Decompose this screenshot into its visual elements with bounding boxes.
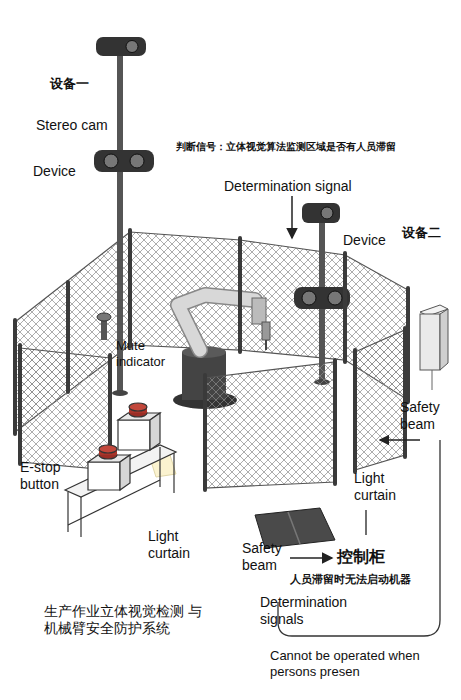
callout-label: Light curtain	[148, 528, 212, 562]
fence-front	[20, 330, 405, 488]
callout-label: Mute indicator	[116, 338, 196, 369]
leader-line	[290, 557, 332, 559]
callout-label: 控制柜	[337, 547, 407, 566]
callout-label: Light curtain	[354, 470, 418, 504]
callout-label: 人员滞留时无法启动机器	[290, 573, 461, 586]
mute-lamp	[97, 313, 111, 340]
callout-label: 设备一	[50, 76, 110, 92]
stereo-camera-two	[294, 203, 350, 385]
callout-label: 判断信号：立体视觉算法监测区域是否有人员滞留	[176, 141, 461, 153]
caption-text: 生产作业立体视觉检测 与机械臂安全防护系统	[44, 603, 204, 637]
control-cabinet	[420, 305, 448, 390]
callout-label: Device	[33, 163, 113, 180]
callout-label: Cannot be operated when persons presen	[270, 648, 450, 679]
signal-arrow	[291, 196, 293, 238]
leader-line	[380, 439, 420, 440]
fence-posts	[15, 230, 408, 490]
callout-label: Safety beam	[242, 540, 296, 574]
callout-label: 设备二	[402, 225, 461, 241]
callout-label: E-stop button	[20, 459, 80, 493]
leader-line	[365, 510, 366, 535]
callout-label: Determination signals	[260, 594, 370, 628]
callout-label: Safety beam	[400, 399, 460, 433]
callout-label: Determination signal	[224, 178, 404, 195]
callout-label: Stereo cam	[36, 117, 146, 134]
e-stop-stand	[65, 403, 176, 537]
